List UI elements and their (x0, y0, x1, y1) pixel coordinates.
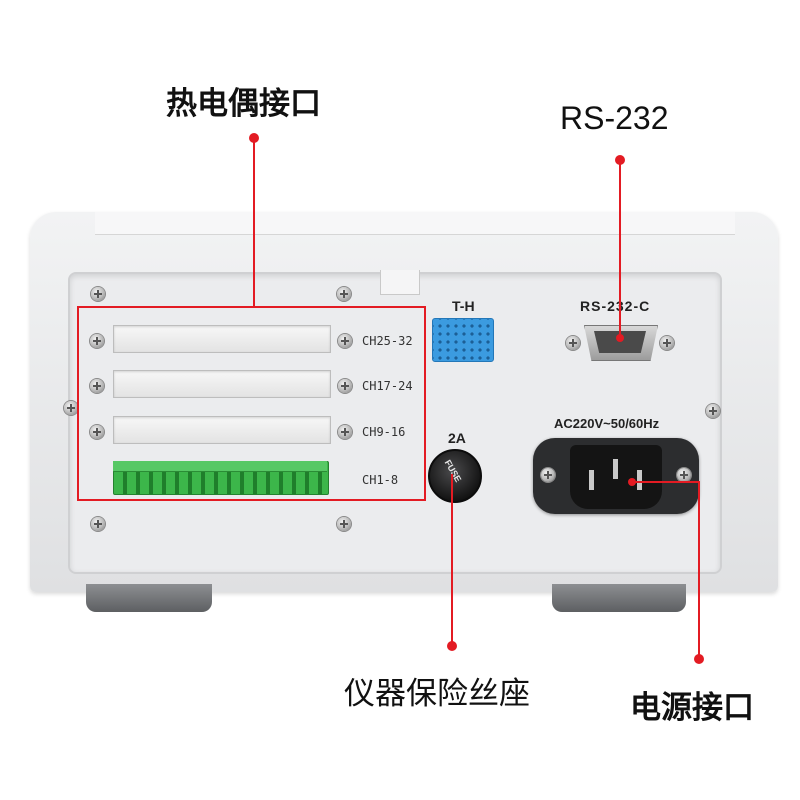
fuse-callout-dot (447, 641, 457, 651)
db9-connector-inner (594, 331, 646, 353)
screw-icon (706, 404, 720, 418)
screw-icon (338, 425, 352, 439)
screw-icon (337, 287, 351, 301)
screw-icon (337, 517, 351, 531)
terminal-block-top (113, 461, 327, 472)
screw-icon (64, 401, 78, 415)
foot-right (552, 584, 686, 612)
screw-icon (91, 517, 105, 531)
screw-icon (541, 468, 555, 482)
thermocouple-slot (113, 325, 331, 353)
rs232-callout-label: RS-232 (560, 100, 669, 136)
screw-icon (90, 379, 104, 393)
iec-pin (637, 470, 642, 490)
screw-icon (660, 336, 674, 350)
screw-icon (90, 425, 104, 439)
channel-label: CH25-32 (362, 334, 413, 348)
power-callout-label: 电源接口 (630, 690, 754, 726)
rs232-callout-dot (615, 155, 625, 165)
thermocouple-slot (113, 416, 331, 444)
iec-pin (589, 470, 594, 490)
humidity-sensor-icon (432, 318, 494, 362)
channel-label: CH17-24 (362, 379, 413, 393)
serial-port-label: RS-232-C (580, 298, 651, 314)
thermocouple-callout-dot (249, 133, 259, 143)
power-callout-tip (628, 478, 636, 486)
thermocouple-callout-line (253, 138, 255, 306)
screw-icon (566, 336, 580, 350)
screw-icon (90, 334, 104, 348)
channel-label: CH1-8 (362, 473, 399, 487)
fuse-callout-label: 仪器保险丝座 (344, 676, 530, 712)
rs232-callout-line (619, 160, 621, 336)
power-rating-label: AC220V~50/60Hz (554, 416, 660, 431)
power-callout-dot (694, 654, 704, 664)
iec-pin (613, 459, 618, 479)
power-callout-line (698, 481, 700, 659)
panel-notch (380, 270, 420, 295)
thermocouple-highlight-box (77, 306, 426, 501)
screw-icon (91, 287, 105, 301)
sensor-label: T-H (452, 298, 475, 314)
device-top-lip (95, 212, 735, 235)
screw-icon (338, 334, 352, 348)
foot-left (86, 584, 212, 612)
power-callout-hline (632, 481, 700, 483)
thermocouple-slot (113, 370, 331, 398)
fuse-holder-icon (428, 449, 482, 503)
screw-icon (677, 468, 691, 482)
channel-label: CH9-16 (362, 425, 406, 439)
fuse-callout-line (451, 474, 453, 646)
thermocouple-callout-label: 热电偶接口 (166, 86, 321, 122)
rs232-callout-tip (616, 334, 624, 342)
screw-icon (338, 379, 352, 393)
fuse-rating-label: 2A (448, 430, 466, 446)
